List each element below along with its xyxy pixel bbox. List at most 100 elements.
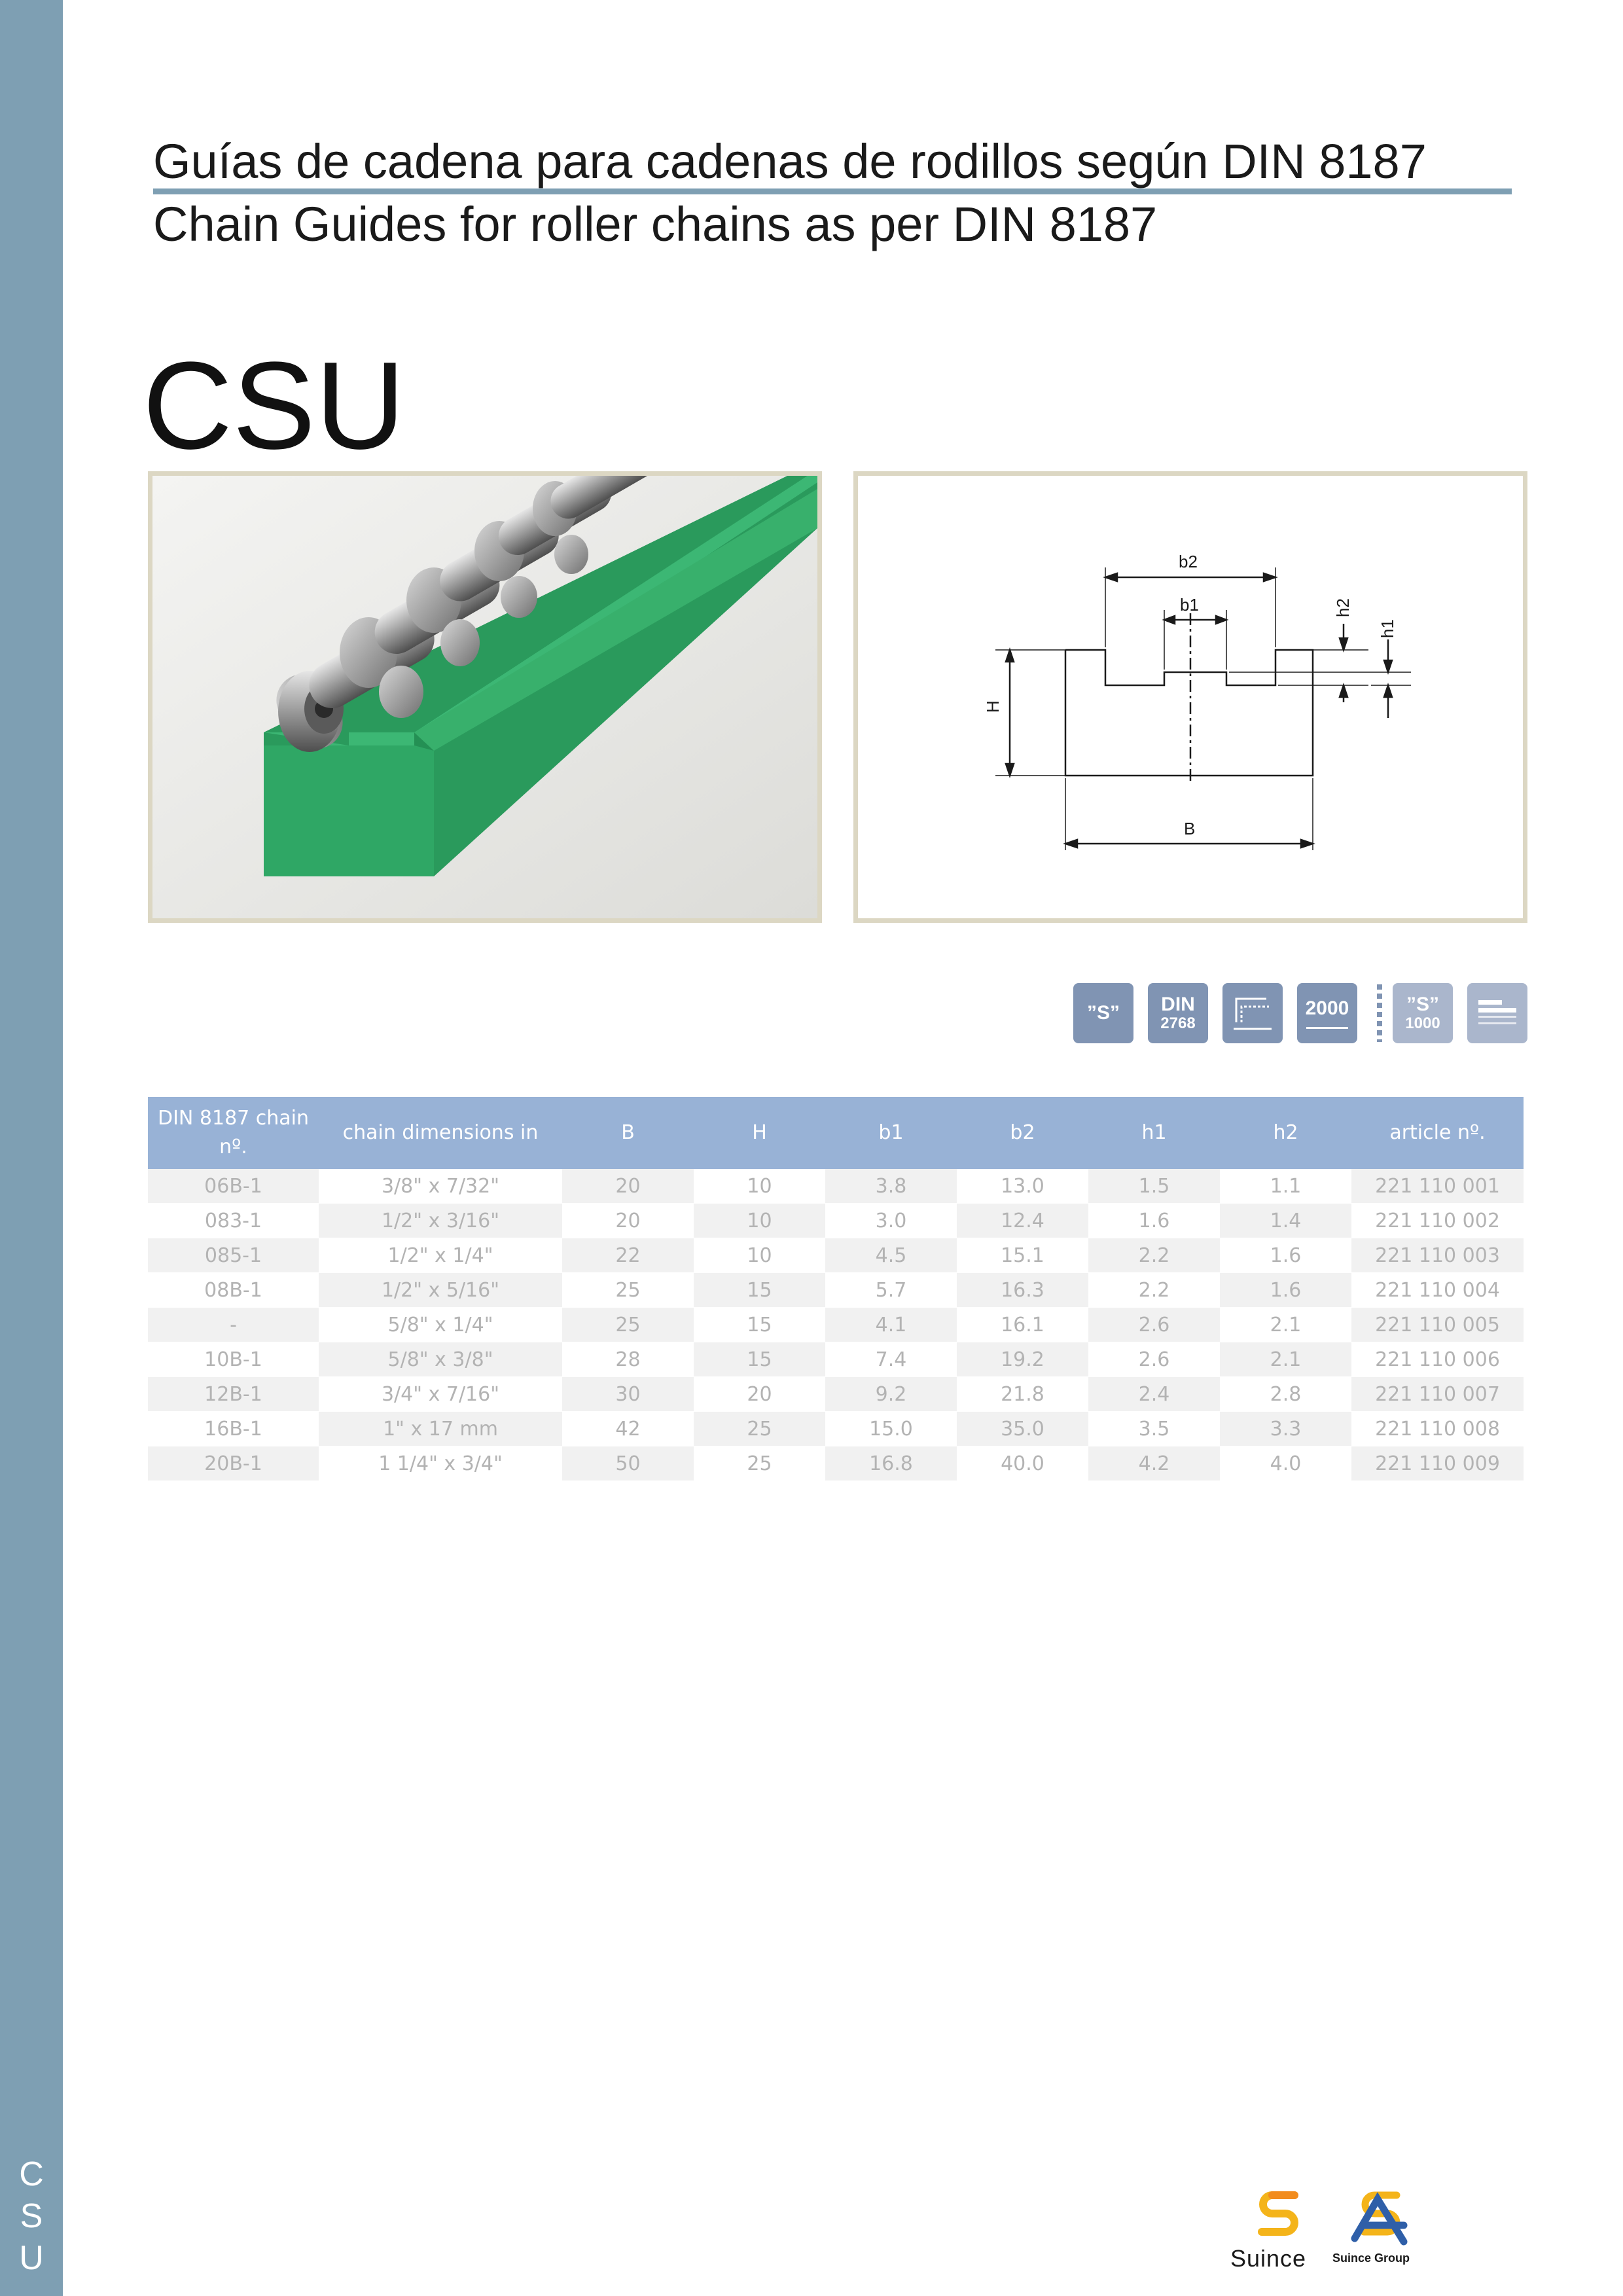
table-cell: 1.1 — [1220, 1169, 1351, 1204]
table-cell: 19.2 — [957, 1342, 1088, 1377]
table-cell: 12.4 — [957, 1203, 1088, 1238]
s-icon-label: ”S” — [1086, 1002, 1120, 1024]
table-cell: 15 — [694, 1307, 825, 1342]
side-label-letter: C — [19, 2155, 44, 2193]
length-2000-icon: 2000 — [1297, 983, 1357, 1043]
table-cell: 221 110 004 — [1351, 1272, 1524, 1308]
table-cell: 221 110 009 — [1351, 1446, 1524, 1481]
title-english: Chain Guides for roller chains as per DI… — [153, 197, 1158, 251]
table-cell: 2.4 — [1088, 1376, 1220, 1412]
table-cell: 221 110 001 — [1351, 1169, 1524, 1204]
column-header: H — [694, 1097, 825, 1169]
column-header: b1 — [825, 1097, 957, 1169]
table-cell: 2.6 — [1088, 1342, 1220, 1377]
length-icon-label: 2000 — [1305, 997, 1349, 1019]
table-cell: 1.5 — [1088, 1169, 1220, 1204]
table-cell: 4.0 — [1220, 1446, 1351, 1481]
product-code: CSU — [143, 336, 406, 475]
column-header: h2 — [1220, 1097, 1351, 1169]
table-cell: 1 1/4" x 3/4" — [319, 1446, 562, 1481]
table-cell: 1.6 — [1088, 1203, 1220, 1238]
table-cell: 15 — [694, 1342, 825, 1377]
table-cell: 2.2 — [1088, 1238, 1220, 1273]
table-cell: 10B-1 — [148, 1342, 319, 1377]
table-cell: 3.3 — [1220, 1411, 1351, 1446]
table-cell: 13.0 — [957, 1169, 1088, 1204]
suince-group-mark — [1351, 2191, 1408, 2246]
table-cell: 35.0 — [957, 1411, 1088, 1446]
table-cell: 5.7 — [825, 1272, 957, 1308]
column-header: article nº. — [1351, 1097, 1524, 1169]
table-cell: 30 — [562, 1376, 694, 1412]
table-cell: 22 — [562, 1238, 694, 1273]
table-cell: 2.8 — [1220, 1376, 1351, 1412]
feature-icon-row: ”S” DIN 2768 2000 ”S” 1000 — [1073, 983, 1529, 1046]
length-icon-ticks — [1306, 1022, 1348, 1029]
table-cell: 12B-1 — [148, 1376, 319, 1412]
table-cell: 5/8" x 3/8" — [319, 1342, 562, 1377]
table-cell: 3/4" x 7/16" — [319, 1376, 562, 1412]
table-cell: 15 — [694, 1272, 825, 1308]
s1000-icon-label: ”S” — [1406, 994, 1439, 1015]
suince-logo: Suince — [1224, 2186, 1329, 2278]
suince-group-logo: Suince Group — [1329, 2186, 1459, 2278]
table-cell: 221 110 003 — [1351, 1238, 1524, 1273]
table-cell: 06B-1 — [148, 1169, 319, 1204]
table-cell: 1" x 17 mm — [319, 1411, 562, 1446]
icon-separator — [1377, 984, 1382, 1042]
dim-label-H: H — [983, 700, 1003, 713]
table-cell: 3/8" x 7/32" — [319, 1169, 562, 1204]
side-label-letter: U — [19, 2239, 44, 2277]
table-cell: - — [148, 1307, 319, 1342]
table-cell: 3.0 — [825, 1203, 957, 1238]
table-cell: 4.5 — [825, 1238, 957, 1273]
suince-mark — [1258, 2191, 1298, 2236]
table-cell: 4.1 — [825, 1307, 957, 1342]
dim-label-h2: h2 — [1333, 598, 1353, 617]
table-cell: 221 110 008 — [1351, 1411, 1524, 1446]
column-header: chain dimensions in — [319, 1097, 562, 1169]
table-cell: 2.1 — [1220, 1307, 1351, 1342]
side-band — [0, 0, 63, 2296]
table-cell: 221 110 005 — [1351, 1307, 1524, 1342]
column-header: b2 — [957, 1097, 1088, 1169]
table-cell: 16.3 — [957, 1272, 1088, 1308]
table-cell: 25 — [694, 1411, 825, 1446]
table-cell: 28 — [562, 1342, 694, 1377]
table-cell: 221 110 002 — [1351, 1203, 1524, 1238]
din-icon-label: DIN — [1161, 994, 1195, 1015]
table-cell: 10 — [694, 1169, 825, 1204]
column-header: h1 — [1088, 1097, 1220, 1169]
stacked-bars-icon — [1467, 983, 1527, 1043]
table-cell: 1/2" x 5/16" — [319, 1272, 562, 1308]
table-cell: 16B-1 — [148, 1411, 319, 1446]
brand-area: Suince Suince Group — [1224, 2186, 1499, 2284]
table-cell: 4.2 — [1088, 1446, 1220, 1481]
table-cell: 16.8 — [825, 1446, 957, 1481]
table-cell: 085-1 — [148, 1238, 319, 1273]
table-cell: 15.0 — [825, 1411, 957, 1446]
table-cell: 42 — [562, 1411, 694, 1446]
table-cell: 9.2 — [825, 1376, 957, 1412]
table-cell: 25 — [694, 1446, 825, 1481]
technical-drawing-frame: H B b2 b1 h2 h1 — [853, 471, 1527, 923]
table-cell: 08B-1 — [148, 1272, 319, 1308]
chain — [276, 476, 658, 752]
table-cell: 20 — [562, 1203, 694, 1238]
table-cell: 1/2" x 1/4" — [319, 1238, 562, 1273]
suince-name: Suince — [1230, 2245, 1307, 2272]
table-cell: 20 — [694, 1376, 825, 1412]
column-header: DIN 8187 chain nº. — [148, 1097, 319, 1169]
technical-drawing: H B b2 b1 h2 h1 — [983, 552, 1411, 850]
side-label: C S U — [0, 2153, 63, 2279]
table-cell: 1.6 — [1220, 1238, 1351, 1273]
s-1000-icon: ”S” 1000 — [1393, 983, 1453, 1043]
table-cell: 2.2 — [1088, 1272, 1220, 1308]
table-cell: 1.4 — [1220, 1203, 1351, 1238]
table-cell: 25 — [562, 1272, 694, 1308]
table-cell: 20 — [562, 1169, 694, 1204]
